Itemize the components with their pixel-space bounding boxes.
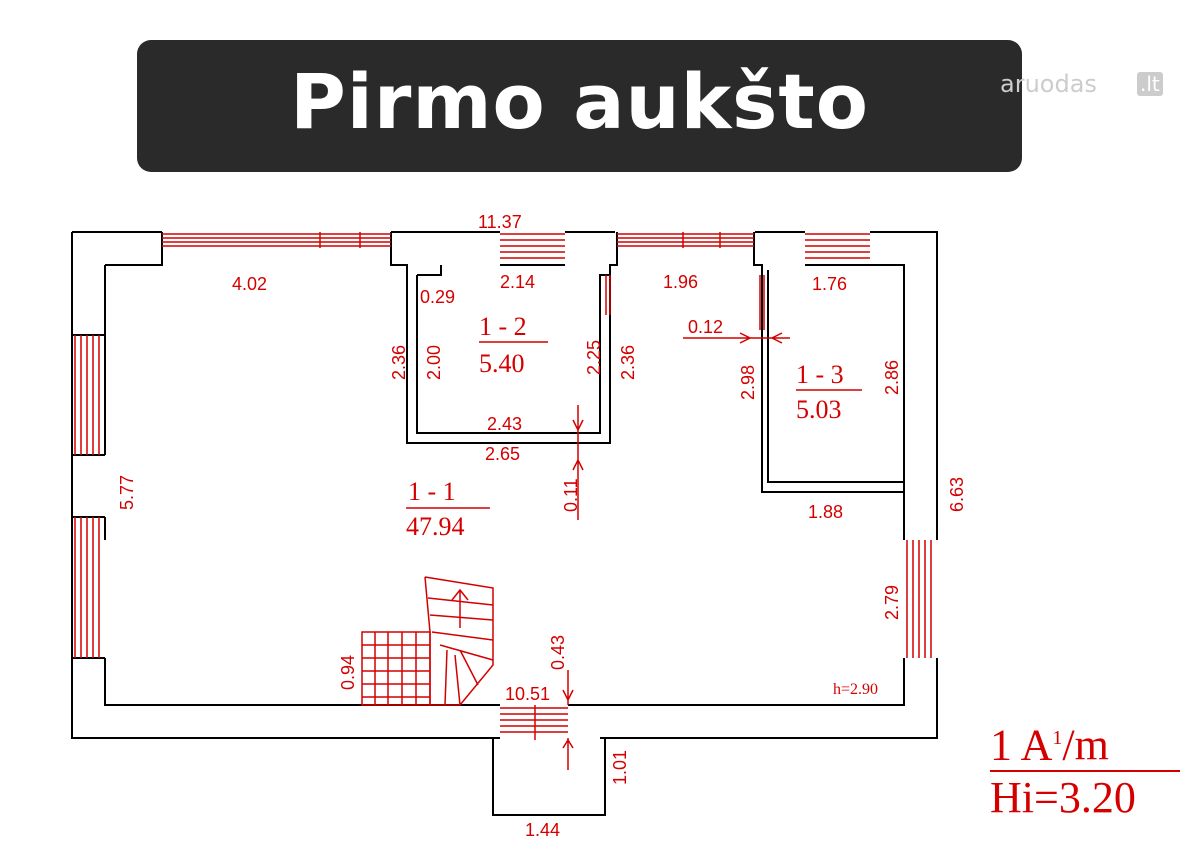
scale-sup: 1 — [1052, 727, 1063, 749]
dim-room12-left-inner: 2.00 — [424, 345, 444, 380]
dim-right-wall-height: 6.63 — [947, 477, 967, 512]
dim-corridor-window: 1.96 — [663, 272, 698, 292]
room-1-2-area: 5.40 — [479, 349, 525, 378]
dim-room12-right-outer: 2.36 — [618, 345, 638, 380]
dim-room13-left: 2.98 — [738, 365, 758, 400]
dim-right-window: 2.79 — [882, 585, 902, 620]
watermark-name: aruodas — [1000, 70, 1097, 98]
dim-room12-bottom-outer: 2.65 — [485, 444, 520, 464]
dimension-labels: 11.37 4.02 2.14 1.96 1.76 0.29 0.12 2.43… — [117, 212, 967, 840]
dim-stair-width: 0.94 — [338, 655, 358, 690]
dim-room13-bottom: 1.88 — [808, 502, 843, 522]
porch — [492, 738, 606, 816]
dim-room12-left-wall: 0.29 — [420, 287, 455, 307]
scale-divider — [990, 770, 1180, 772]
dim-left-wall-height: 5.77 — [117, 475, 137, 510]
left-wall-gap — [72, 334, 105, 659]
scale-note: 1 A1/m Hi=3.20 — [990, 712, 1190, 832]
dim-room13-right: 2.86 — [882, 360, 902, 395]
dim-room12-window: 2.14 — [500, 272, 535, 292]
dim-room11-window: 4.02 — [232, 274, 267, 294]
dim-room12-left-outer: 2.36 — [389, 345, 409, 380]
title-banner: Pirmo aukšto planas — [137, 40, 1022, 270]
outer-wall — [71, 231, 938, 739]
page-title: Pirmo aukšto planas — [290, 57, 869, 270]
dim-entry-offset: 0.43 — [548, 635, 568, 670]
inner-wall — [104, 232, 905, 706]
room13-inner — [767, 270, 904, 483]
room12-inner — [416, 265, 610, 434]
ceiling-height: h=2.90 — [833, 681, 878, 698]
dim-porch-width: 1.44 — [525, 820, 560, 840]
dim-porch-depth: 1.01 — [610, 750, 630, 785]
dim-room12-bottom-inner: 2.43 — [487, 414, 522, 434]
dim-room12-right-inner: 2.25 — [584, 340, 604, 375]
watermark-tld: .lt — [1137, 72, 1163, 96]
watermark-logo: aruodas .lt — [1000, 62, 1190, 112]
dim-room13-window: 1.76 — [812, 274, 847, 294]
dim-room12-wall-thickness: 0.11 — [561, 478, 581, 512]
room-1-1-id: 1 - 1 — [408, 477, 456, 506]
walls — [71, 231, 938, 816]
scale-ratio-text: 1 A — [990, 720, 1053, 770]
scale-height: Hi=3.20 — [990, 773, 1136, 822]
windows — [74, 232, 932, 658]
dim-bottom-total: 10.51 — [505, 684, 550, 704]
stairs — [361, 576, 568, 740]
room-1-3-area: 5.03 — [796, 395, 842, 424]
room-1-2-id: 1 - 2 — [479, 312, 527, 341]
scale-ratio-end: /m — [1062, 720, 1109, 770]
dim-partition: 0.12 — [688, 317, 723, 337]
dimension-lines — [562, 332, 790, 770]
scale-ratio: 1 A1/m — [990, 712, 1109, 772]
room-1-1-area: 47.94 — [406, 512, 465, 541]
room-1-3-id: 1 - 3 — [796, 360, 844, 389]
room-labels: 1 - 2 5.40 1 - 3 5.03 1 - 1 47.94 — [406, 312, 862, 541]
dim-top-total: 11.37 — [478, 212, 522, 232]
